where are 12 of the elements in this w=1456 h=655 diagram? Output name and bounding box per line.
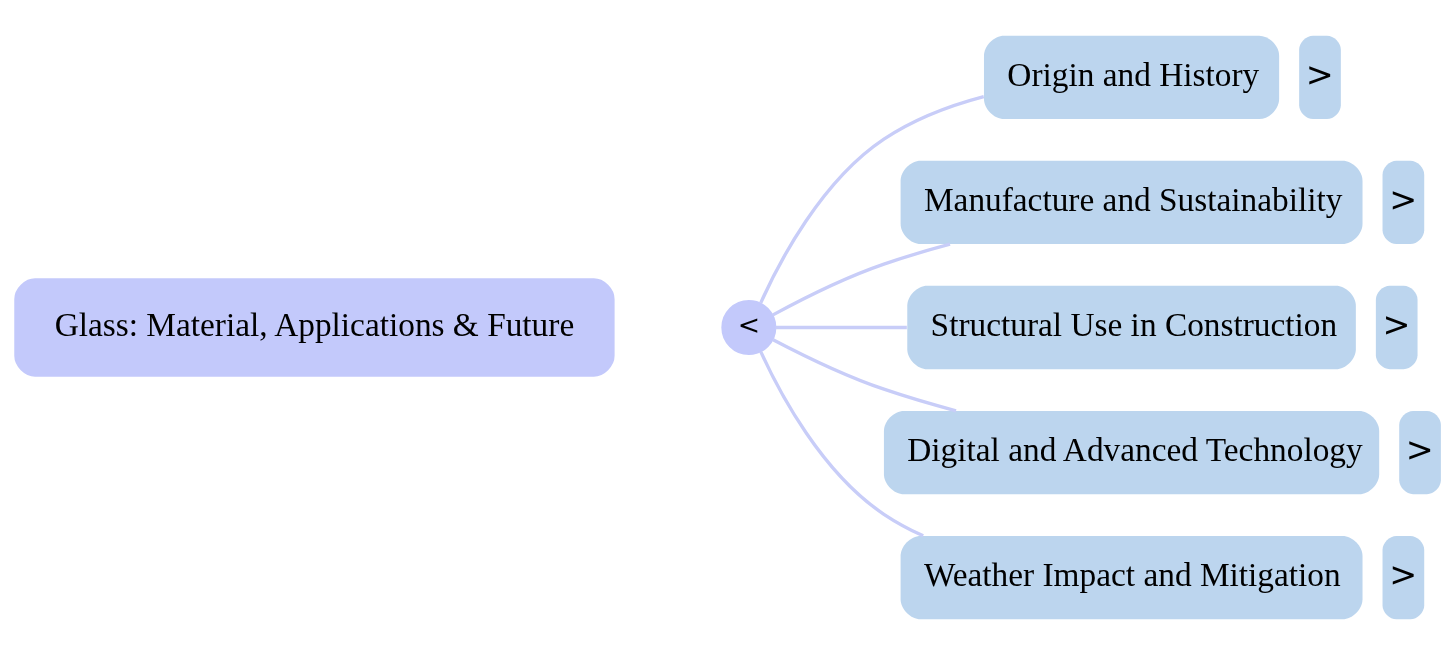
node-box: Glass: Material, Applications & Future <box>14 278 615 377</box>
node-circle: < <box>721 300 777 355</box>
node-label: > <box>1389 554 1418 594</box>
connector <box>775 325 907 330</box>
node-label: > <box>1389 179 1418 219</box>
connector <box>759 351 924 538</box>
node-label: > <box>1382 304 1411 344</box>
connector <box>771 242 951 317</box>
node-label: > <box>1305 54 1334 94</box>
connector <box>759 94 985 304</box>
node-label: > <box>1405 429 1434 469</box>
connector <box>772 338 957 413</box>
